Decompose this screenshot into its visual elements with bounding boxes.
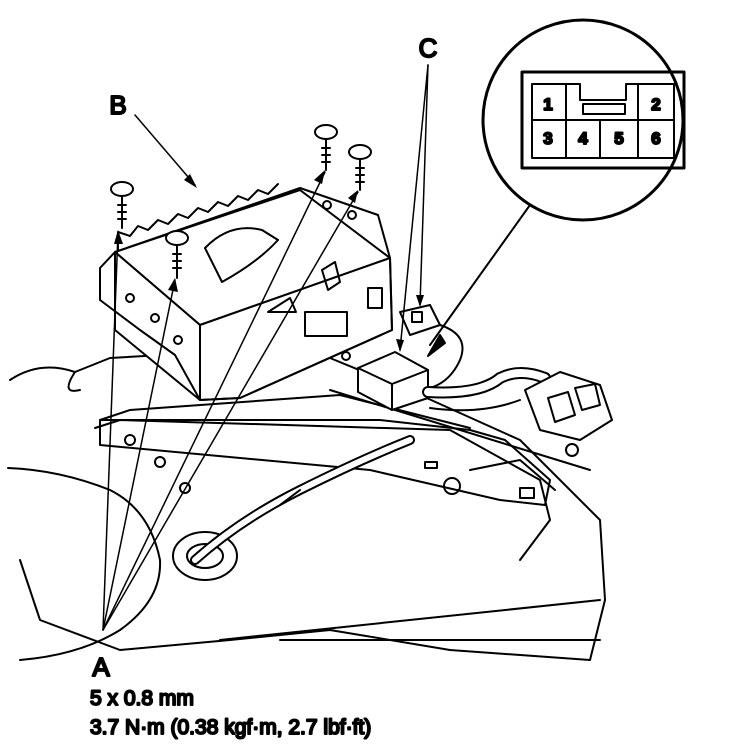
- module-hole-6: [341, 351, 351, 361]
- arrowheads-a: [114, 170, 358, 292]
- module-hole-3: [173, 335, 183, 345]
- pin-label-4: 4: [578, 129, 588, 148]
- bolt-4: [348, 144, 372, 191]
- bolt-2: [165, 230, 189, 279]
- module-hole-1: [125, 293, 135, 303]
- callout-a: A: [92, 652, 110, 682]
- pin-label-3: 3: [543, 129, 552, 148]
- wire-harness: [422, 324, 551, 412]
- callout-c: C: [419, 33, 438, 63]
- module-hole-4: [322, 200, 332, 210]
- torque-spec: 3.7 N·m (0.38 kgf·m, 2.7 lbf·ft): [90, 716, 371, 739]
- bracket-slot: [424, 461, 438, 469]
- harness-plug: [524, 371, 613, 457]
- control-module: [99, 183, 393, 401]
- leader-lines-a: [102, 171, 359, 631]
- callout-b: B: [109, 90, 126, 120]
- bracket-tab: [519, 487, 535, 499]
- pin-label-1: 1: [543, 95, 552, 114]
- pin-label-5: 5: [614, 129, 623, 148]
- bolt-size-spec: 5 x 0.8 mm: [90, 687, 194, 710]
- leader-line-b: [134, 114, 197, 188]
- bracket-hole-3: [179, 482, 191, 494]
- harness-connector-c1: [399, 304, 441, 336]
- module-socket-1: [304, 311, 348, 337]
- connector-face: [520, 70, 686, 170]
- leader-lines-c: [396, 64, 429, 352]
- ground-cable: [190, 435, 415, 565]
- connector-detail-view: [427, 18, 686, 357]
- pin-label-2: 2: [651, 95, 660, 114]
- module-socket-2: [367, 287, 383, 309]
- bolt-3: [314, 124, 338, 171]
- floor-grommet: [172, 531, 238, 581]
- bolt-1: [110, 181, 134, 229]
- bracket-hole-1: [124, 434, 136, 446]
- module-hole-2: [150, 313, 160, 323]
- module-hole-5: [347, 210, 357, 220]
- bracket-hole-4: [443, 477, 461, 495]
- pin-label-6: 6: [651, 129, 660, 148]
- bracket-hole-2: [154, 456, 166, 468]
